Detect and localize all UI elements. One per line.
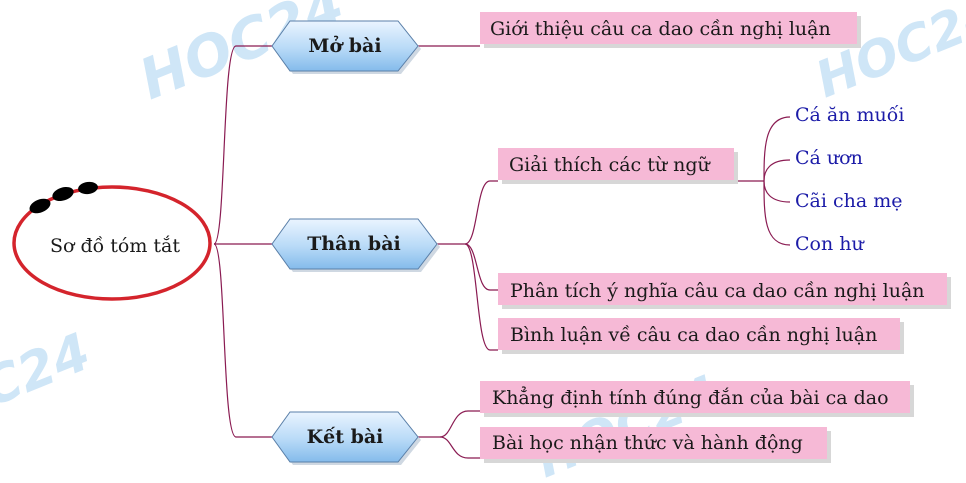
item-box: Khẳng định tính đúng đắn của bài ca dao — [480, 381, 914, 417]
term-label: Cá ươn — [795, 147, 863, 169]
connector-term-4 — [763, 180, 791, 246]
branch-ket-bai: Kết bài — [271, 411, 421, 465]
item-label: Phân tích ý nghĩa câu ca dao cần nghị lu… — [510, 280, 925, 302]
item-label: Giới thiệu câu ca dao cần nghị luận — [490, 18, 831, 40]
item-label: Bình luận về câu ca dao cần nghị luận — [510, 324, 877, 346]
branch-hexagon — [271, 218, 438, 270]
branch-mo-bai: Mở bài — [271, 20, 421, 74]
branch-than-bai: Thân bài — [271, 218, 440, 272]
decor-dot — [78, 181, 98, 195]
decor-dot — [52, 186, 74, 202]
connector-root-mo-bai — [213, 45, 275, 245]
watermark: HOC24 — [0, 322, 99, 452]
item-label: Giải thích các từ ngữ — [509, 154, 712, 176]
root-oval — [12, 185, 212, 301]
connector-ket-bai-item-1 — [439, 410, 480, 438]
connector-root-ket-bai — [213, 243, 273, 438]
branch-hexagon — [271, 411, 419, 463]
term-label: Cá ăn muối — [795, 104, 904, 126]
item-box: Bài học nhận thức và hành động — [480, 427, 831, 463]
connector-ket-bai-item-2 — [439, 436, 480, 459]
item-box: Bình luận về câu ca dao cần nghị luận — [498, 318, 904, 354]
term-label: Cãi cha mẹ — [795, 190, 903, 212]
connector-than-bai-item-2 — [464, 243, 498, 291]
branch-label: Kết bài — [307, 426, 384, 448]
connectors — [213, 45, 791, 459]
root-node: Sơ đồ tóm tắt — [12, 181, 212, 301]
item-box: Giới thiệu câu ca dao cần nghị luận — [480, 12, 861, 48]
connector-than-bai-item-1 — [464, 180, 498, 245]
item-label: Khẳng định tính đúng đắn của bài ca dao — [492, 386, 889, 409]
connector-than-bai-item-3 — [464, 243, 498, 351]
item-box: Giải thích các từ ngữ — [498, 148, 738, 184]
connector-term-2 — [763, 159, 791, 182]
branch-label: Thân bài — [307, 233, 401, 255]
item-label: Bài học nhận thức và hành động — [492, 432, 803, 454]
branch-label: Mở bài — [308, 35, 381, 57]
connector-term-3 — [763, 180, 791, 203]
branch-hexagon — [271, 20, 419, 72]
root-label: Sơ đồ tóm tắt — [50, 235, 180, 257]
decor-dot — [29, 198, 51, 214]
term-label: Con hư — [795, 233, 865, 255]
connector-term-1 — [763, 116, 791, 182]
item-box: Phân tích ý nghĩa câu ca dao cần nghị lu… — [498, 273, 951, 309]
